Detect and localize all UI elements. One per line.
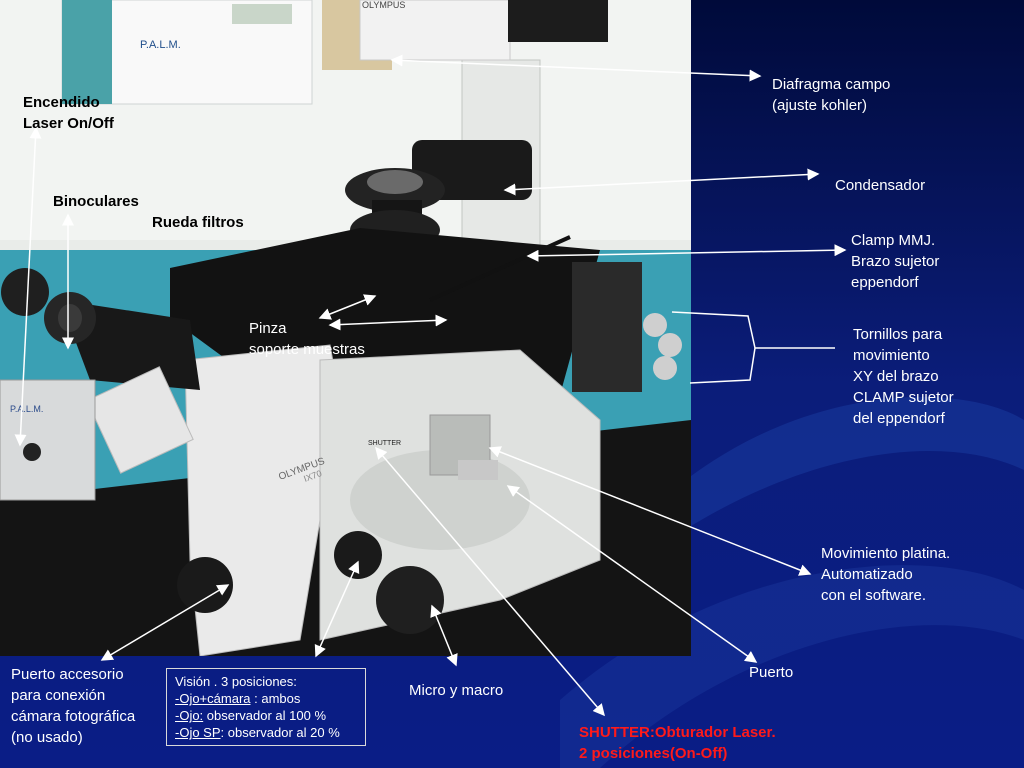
shutter-tag: SHUTTER [368, 440, 401, 447]
laser-box-brand: P.A.L.M. [10, 404, 43, 414]
label-puerto: Puerto [749, 664, 794, 681]
laser-box: P.A.L.M. [0, 379, 96, 501]
vision-positions-box: Visión . 3 posiciones: -Ojo+cámara : amb… [166, 668, 366, 746]
label-encendido: Encendido Laser On/Off [23, 94, 114, 132]
label-puerto-accesorio: Puerto accesorio para conexión cámara fo… [11, 666, 136, 746]
top-brand: OLYMPUS [362, 0, 405, 10]
vision-title: Visión . 3 posiciones: [175, 674, 297, 689]
vision-line-2: -Ojo: observador al 100 % [175, 708, 327, 723]
focus-knob-upper [334, 531, 382, 579]
label-diafragma: Diafragma campo (ajuste kohler) [772, 76, 891, 114]
label-micro-macro: Micro y macro [409, 682, 504, 699]
label-clamp: Clamp MMJ. Brazo sujetor eppendorf [851, 232, 940, 291]
label-movimiento: Movimiento platina. Automatizado con el … [821, 545, 951, 604]
poster-brand: P.A.L.M. [140, 39, 181, 51]
label-rueda-filtros: Rueda filtros [152, 214, 244, 231]
label-shutter: SHUTTER:Obturador Laser. 2 posiciones(On… [579, 724, 776, 762]
palm-poster: P.A.L.M. [61, 0, 392, 105]
label-tornillos: Tornillos para movimiento XY del brazo C… [853, 326, 954, 427]
focus-knob-lower [376, 566, 444, 634]
label-pinza: Pinza soporte muestras [249, 320, 365, 358]
vision-line-1: -Ojo+cámara : ambos [175, 691, 301, 706]
vision-line-3: -Ojo SP: observador al 20 % [175, 725, 340, 740]
label-condensador: Condensador [835, 177, 926, 194]
label-binoculares: Binoculares [53, 193, 139, 210]
accessory-port [177, 557, 233, 613]
